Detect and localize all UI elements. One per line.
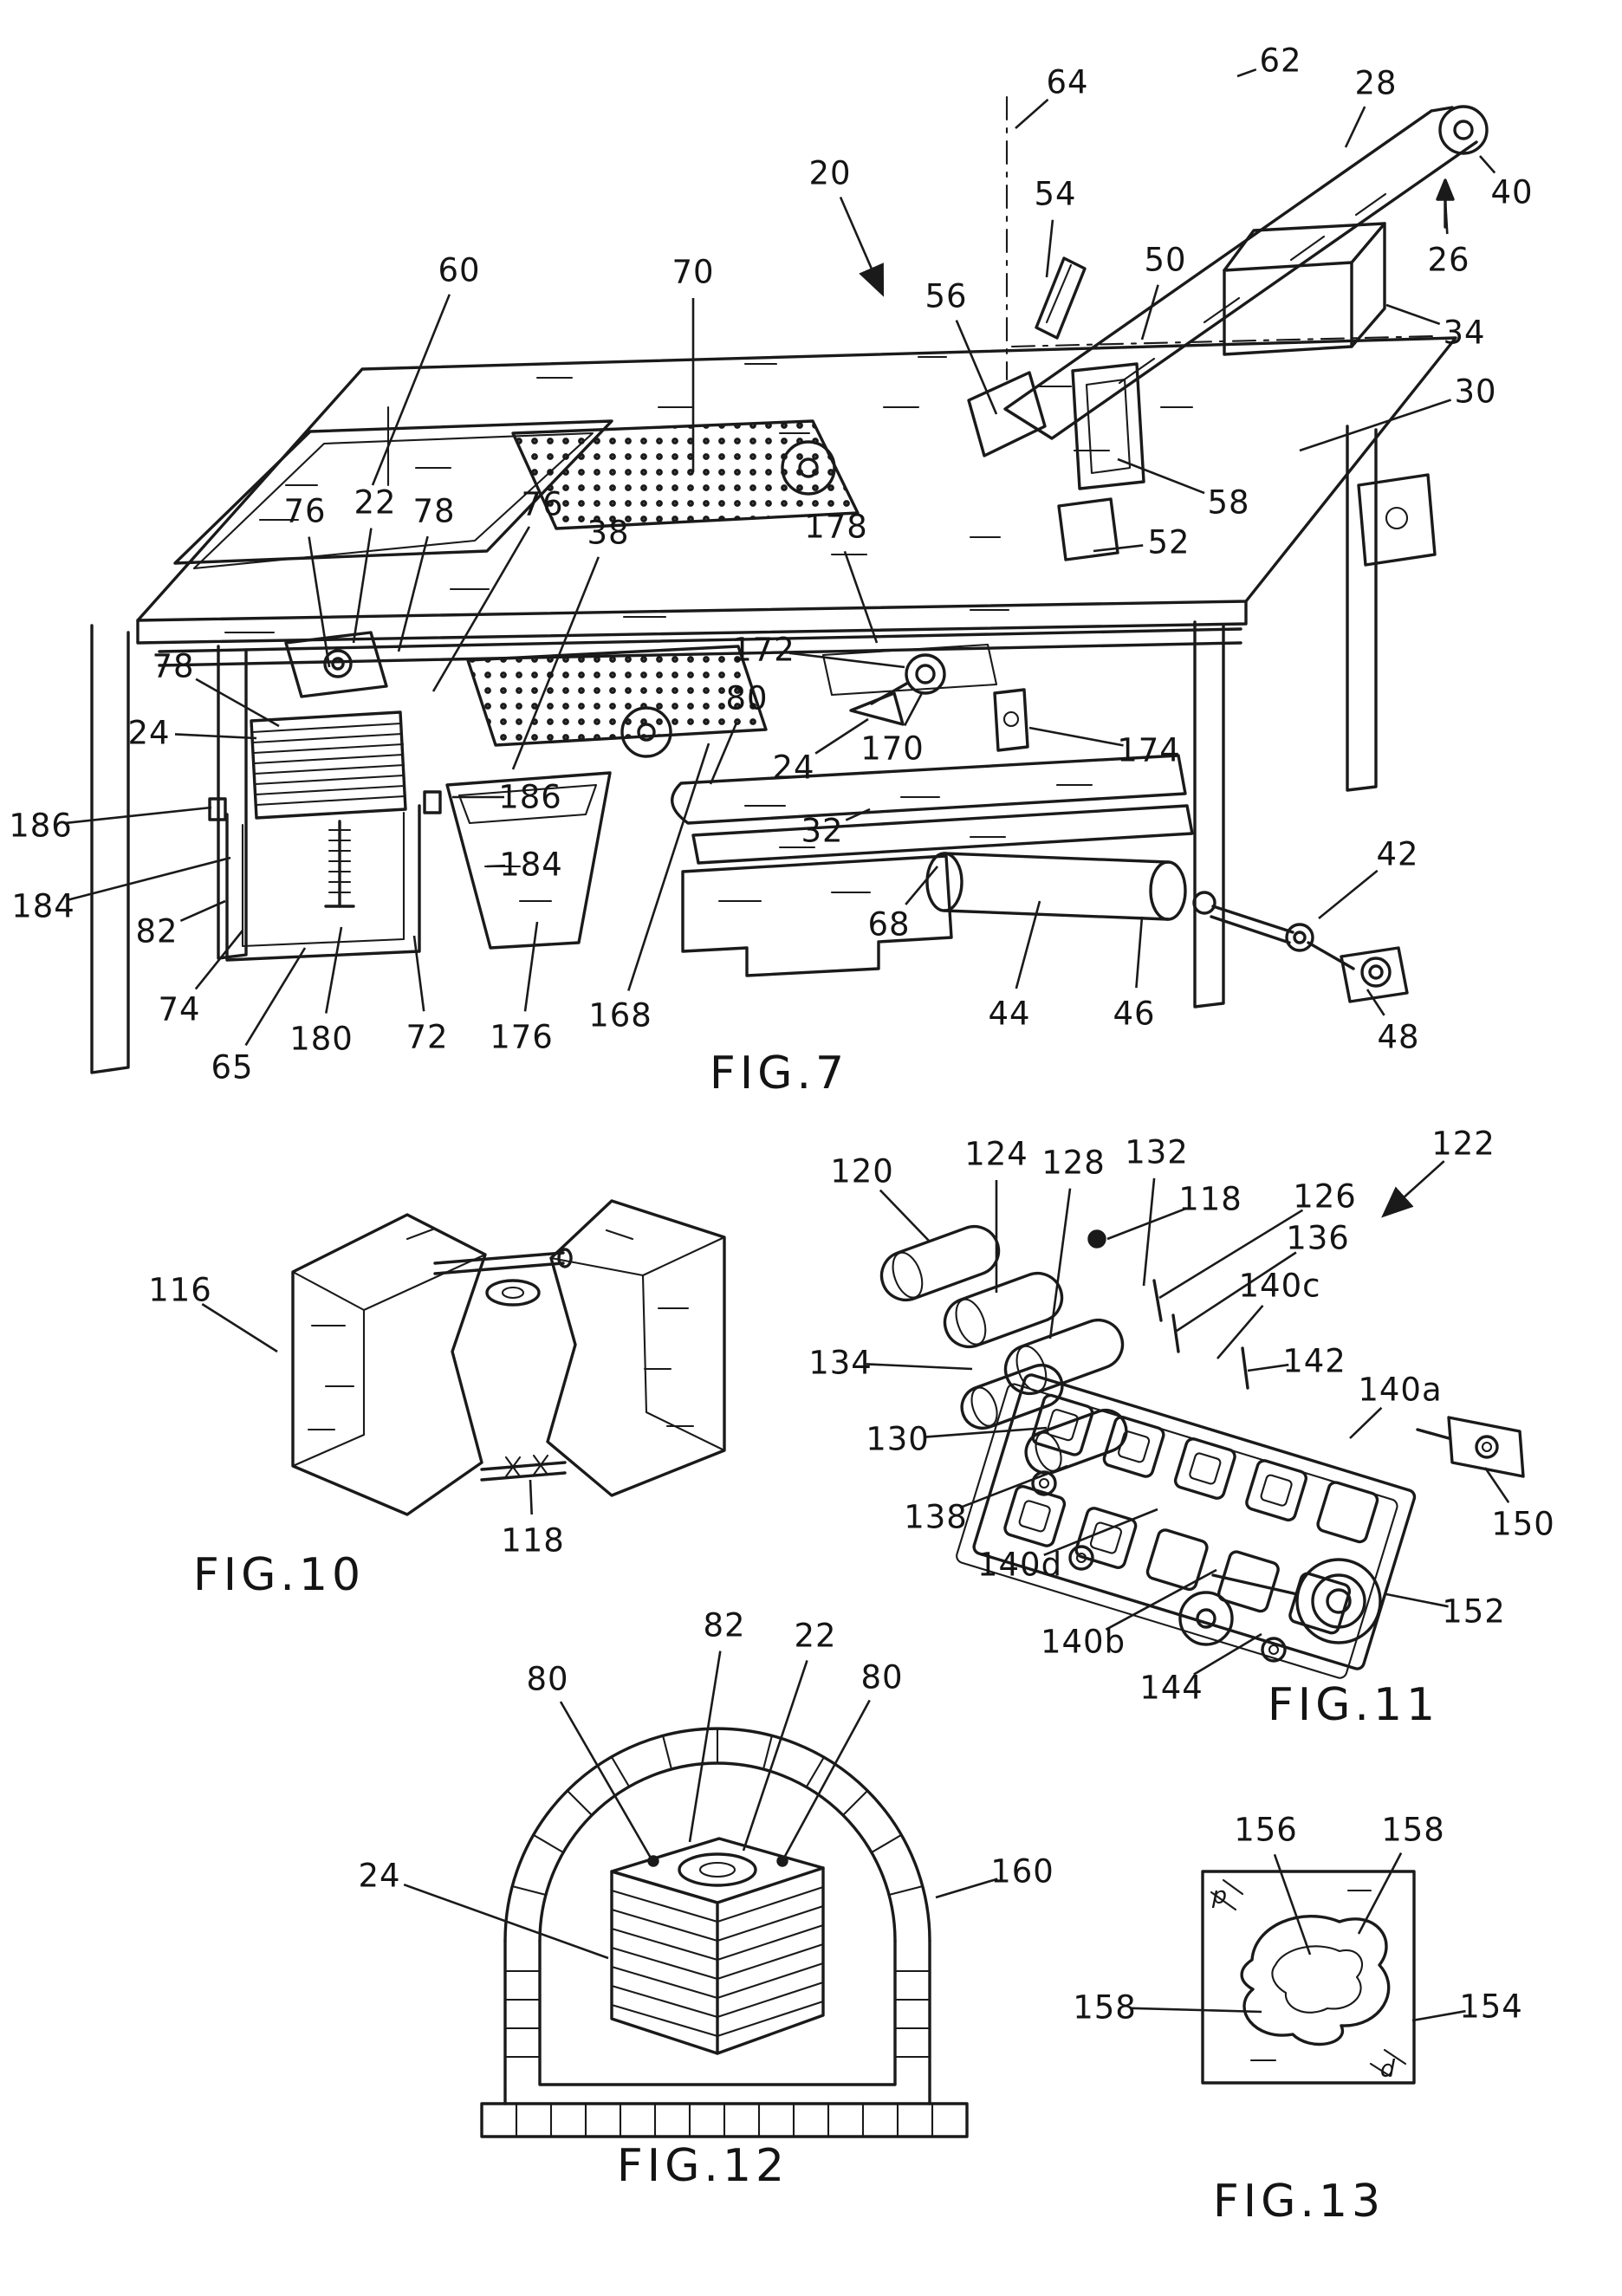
figure-caption-fig13: FIG.13: [1212, 2176, 1385, 2228]
ref-label-fig7-22-16: 22: [354, 483, 397, 522]
ref-label-fig13-158-1: 158: [1381, 1811, 1445, 1849]
ref-label-fig7-186-29: 186: [498, 778, 562, 816]
figure-caption-fig12: FIG.12: [616, 2140, 789, 2192]
ref-label-fig12-80-2: 80: [526, 1660, 569, 1698]
ref-label-fig7-174-27: 174: [1117, 731, 1181, 769]
ref-label-fig7-20-9: 20: [808, 154, 852, 192]
ref-label-fig11-136-6: 136: [1286, 1219, 1350, 1257]
ref-label-fig13-156-0: 156: [1234, 1811, 1298, 1849]
fig13-line-art: [1201, 1870, 1416, 2085]
ref-label-fig7-64-0: 64: [1046, 63, 1089, 101]
ref-label-fig11-140b-16: 140b: [1040, 1623, 1126, 1661]
ref-label-fig7-24-24: 24: [127, 714, 171, 752]
ref-label-fig13-158-2: 158: [1073, 1988, 1137, 2027]
ref-label-fig11-140d-14: 140d: [976, 1546, 1063, 1584]
ref-label-fig7-30-8: 30: [1454, 373, 1497, 411]
ref-label-fig7-32-33: 32: [801, 812, 844, 850]
ref-label-fig7-46-38: 46: [1113, 995, 1156, 1033]
figure-caption-fig7: FIG.7: [709, 1047, 849, 1099]
ref-label-fig7-78-17: 78: [412, 492, 456, 530]
ref-label-fig12-24-4: 24: [358, 1857, 401, 1895]
ref-label-fig7-52-14: 52: [1147, 523, 1191, 561]
fig10-line-art: [291, 1199, 726, 1516]
ref-label-fig10-116-0: 116: [148, 1271, 212, 1309]
figure-caption-fig11: FIG.11: [1267, 1679, 1440, 1731]
ref-label-fig7-40-3: 40: [1490, 173, 1534, 211]
ref-label-fig12-80-3: 80: [860, 1658, 904, 1696]
ref-label-fig7-38-19: 38: [587, 514, 630, 552]
ref-label-fig11-124-1: 124: [964, 1135, 1028, 1173]
ref-label-fig7-48-39: 48: [1377, 1018, 1420, 1056]
ref-label-fig11-142-8: 142: [1282, 1342, 1346, 1380]
ref-label-fig7-26-4: 26: [1427, 241, 1470, 279]
ref-label-fig12-82-0: 82: [703, 1606, 746, 1644]
fig11-line-art: [879, 1224, 1525, 1679]
ref-label-fig11-138-13: 138: [904, 1498, 968, 1536]
ref-label-fig7-74-35: 74: [158, 990, 201, 1028]
ref-label-fig13-154-3: 154: [1459, 1988, 1523, 2026]
ref-label-fig7-180-41: 180: [289, 1020, 354, 1058]
ref-label-fig7-54-5: 54: [1034, 175, 1077, 213]
ref-label-fig7-72-42: 72: [406, 1018, 449, 1056]
ref-label-fig7-56-12: 56: [925, 277, 968, 315]
ref-label-fig7-176-43: 176: [490, 1018, 554, 1056]
ref-label-fig13-d-5: d: [1379, 2055, 1397, 2083]
ref-label-fig13-p-4: p: [1211, 1882, 1229, 1910]
ref-label-fig7-62-1: 62: [1259, 42, 1302, 80]
ref-label-fig10-118-1: 118: [501, 1521, 565, 1560]
ref-label-fig7-178-20: 178: [804, 508, 868, 546]
ref-label-fig7-68-36: 68: [867, 905, 911, 944]
ref-label-fig7-76-18: 76: [521, 485, 564, 523]
ref-label-fig11-152-17: 152: [1442, 1592, 1506, 1631]
ref-label-fig11-134-10: 134: [808, 1344, 873, 1382]
ref-label-fig12-160-5: 160: [990, 1852, 1054, 1891]
ref-label-fig7-34-7: 34: [1443, 314, 1486, 352]
ref-label-fig7-76-15: 76: [283, 492, 327, 530]
ref-label-fig7-172-22: 172: [731, 631, 795, 669]
ref-label-fig7-28-2: 28: [1354, 64, 1398, 102]
ref-label-fig7-24-26: 24: [772, 749, 815, 787]
ref-label-fig7-78-21: 78: [152, 647, 195, 685]
ref-label-fig11-140a-12: 140a: [1358, 1371, 1443, 1409]
ref-label-fig11-144-18: 144: [1139, 1669, 1204, 1707]
ref-label-fig7-65-40: 65: [211, 1048, 254, 1086]
fig7-line-art: [90, 95, 1489, 1074]
ref-label-fig11-150-15: 150: [1491, 1505, 1555, 1543]
ref-label-fig7-184-30: 184: [11, 887, 75, 925]
ref-label-fig7-186-28: 186: [9, 807, 73, 845]
ref-label-fig11-132-3: 132: [1125, 1133, 1189, 1171]
ref-label-fig7-70-11: 70: [672, 253, 715, 291]
fig12-line-art: [480, 1727, 969, 2138]
ref-label-fig7-50-6: 50: [1144, 241, 1187, 279]
ref-label-fig12-22-1: 22: [794, 1617, 837, 1655]
ref-label-fig11-122-9: 122: [1431, 1125, 1495, 1163]
ref-label-fig7-82-32: 82: [135, 912, 178, 950]
ref-label-fig7-184-31: 184: [499, 846, 563, 884]
figure-caption-fig10: FIG.10: [192, 1549, 366, 1601]
ref-label-fig11-126-5: 126: [1293, 1177, 1357, 1216]
ref-label-fig11-140c-7: 140c: [1238, 1267, 1321, 1305]
ref-label-fig7-58-13: 58: [1207, 483, 1250, 522]
ref-label-fig11-130-11: 130: [866, 1420, 930, 1458]
ref-label-fig11-128-2: 128: [1041, 1144, 1106, 1182]
ref-label-fig11-118-4: 118: [1178, 1180, 1242, 1218]
ref-label-fig7-168-44: 168: [588, 996, 652, 1034]
ref-label-fig7-80-23: 80: [725, 679, 769, 717]
ref-label-fig11-120-0: 120: [830, 1152, 894, 1190]
ref-label-fig7-42-34: 42: [1376, 835, 1419, 873]
ref-label-fig7-60-10: 60: [438, 251, 481, 289]
ref-label-fig7-44-37: 44: [988, 995, 1031, 1033]
ref-label-fig7-170-25: 170: [860, 730, 925, 768]
